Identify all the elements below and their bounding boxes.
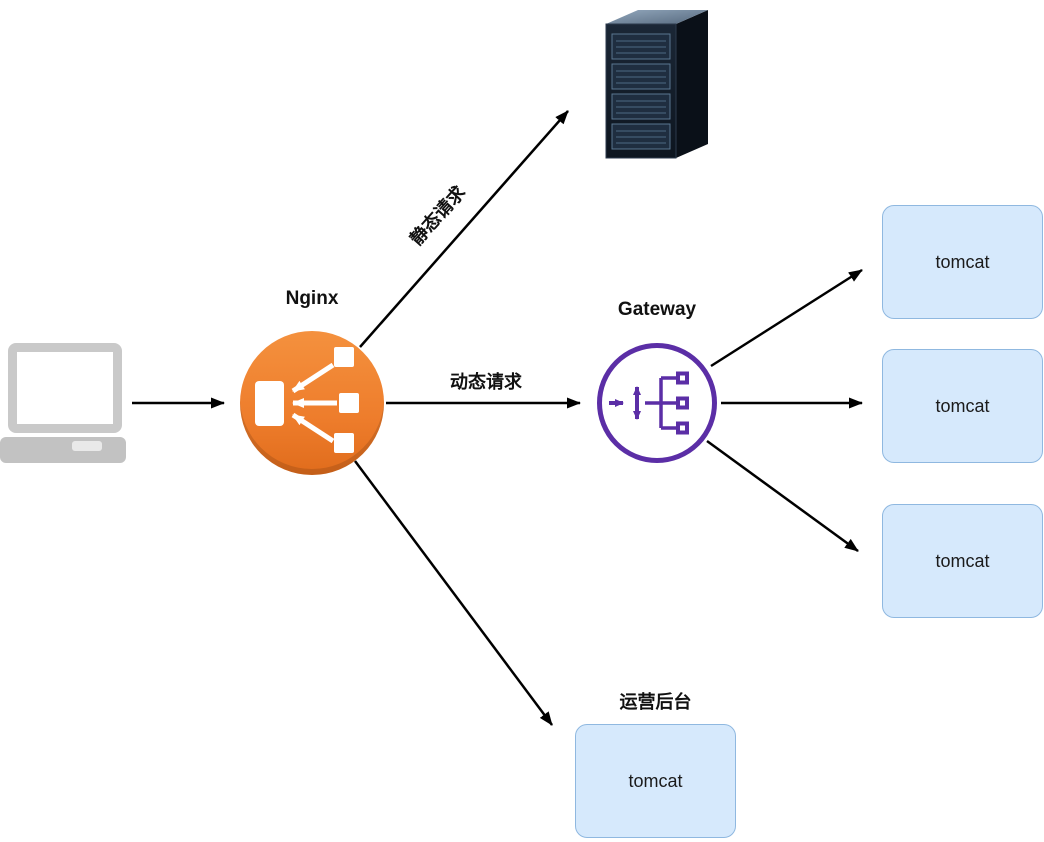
ops-backend-label: 运营后台	[619, 692, 692, 712]
server-rack-graphic	[605, 10, 708, 159]
dynamic-request-label: 动态请求	[450, 372, 522, 392]
tomcat-label: tomcat	[935, 395, 990, 416]
tomcat-label: tomcat	[935, 251, 990, 272]
tomcat-label: tomcat	[628, 770, 683, 791]
tomcat-box-2: tomcat	[882, 349, 1043, 463]
load-balancer-icon	[255, 347, 359, 453]
laptop-notch	[72, 441, 102, 451]
gateway-label: Gateway	[617, 299, 697, 320]
client-laptop-icon	[0, 343, 128, 469]
laptop-screen	[8, 343, 122, 433]
laptop-base	[0, 437, 126, 463]
gateway-icon	[609, 371, 689, 435]
edge-nginx-static-server	[359, 110, 569, 348]
server-rack-icon	[600, 0, 718, 165]
edge-nginx-ops-tomcat	[353, 460, 554, 726]
edge-gateway-tomcat-3	[706, 439, 859, 553]
edge-gateway-tomcat-1	[710, 268, 863, 368]
tomcat-box-1: tomcat	[882, 205, 1043, 319]
tomcat-box-ops: tomcat	[575, 724, 736, 838]
tomcat-label: tomcat	[935, 550, 990, 571]
tomcat-box-3: tomcat	[882, 504, 1043, 618]
nginx-label: Nginx	[285, 288, 339, 309]
